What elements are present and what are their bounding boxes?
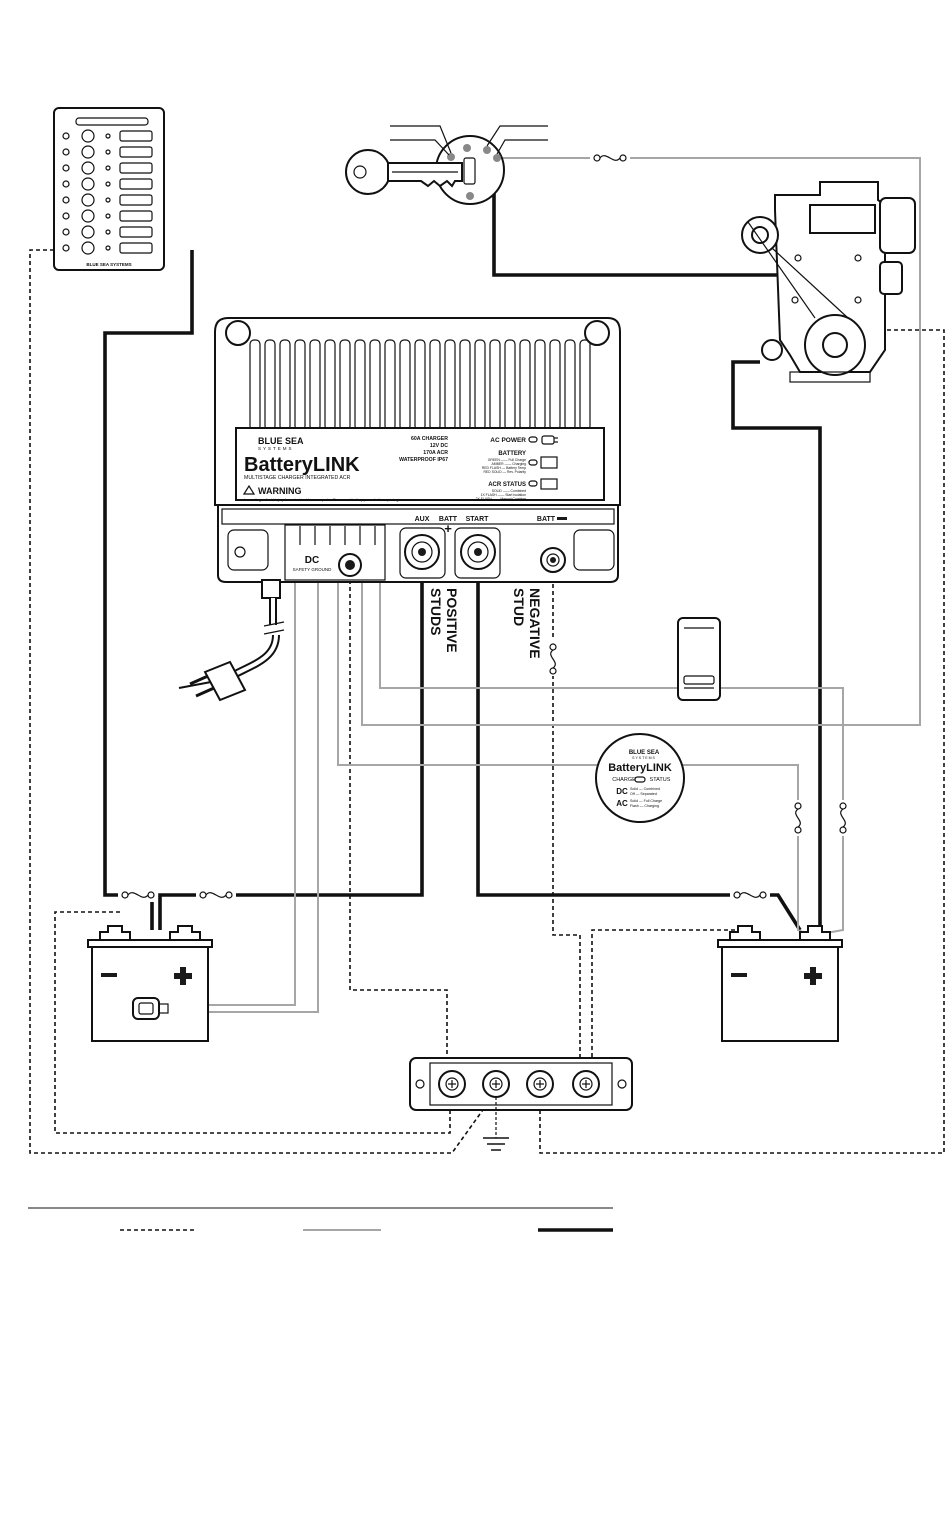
acr-legend-line: 2X FLASH —— Manual Combine [476,497,526,501]
product-name: BatteryLINK [244,454,360,476]
spec-line: 60A CHARGER [411,436,448,442]
dc-distribution-panel: BLUE SEA SYSTEMS [53,107,165,271]
fuse-icon [118,888,158,902]
brand-subline: SYSTEMS [258,446,294,451]
ground-icon [483,1097,509,1151]
inline-fuses [118,151,850,902]
dc-label: DC [305,555,319,566]
battery-legend-line: AMBER —— Charging [492,462,527,466]
battery-icon [540,456,558,469]
ac-cord-plug-icon [178,579,285,702]
battery-legend-line: GREEN —— Full Charge [488,458,526,462]
remote-ac-legend: Flash — Charging [630,804,659,808]
minus-icon [557,517,567,520]
temperature-sensor-icon [132,997,169,1020]
ac-power-label: AC POWER [490,437,526,444]
fuse-icon [836,800,850,836]
warning-text: Low voltage. Avoid injury from electrica… [244,498,409,502]
remote-brand-sub: SYSTEMS [632,756,656,760]
engine-starter-icon [741,181,916,383]
remote-led [634,776,646,783]
safety-ground-label: SAFETY GROUND [293,567,332,572]
acr-legend-line: SOLID —— Combined [492,489,526,493]
start-positive-stud [454,527,501,579]
positive-studs-label: POSITIVE STUDS [428,588,460,653]
panel-footer: BLUE SEA SYSTEMS [86,262,131,267]
remote-product: BatteryLINK [608,762,672,774]
positive-studs-label-line1: POSITIVE [444,588,460,653]
product-subtitle: MULTISTAGE CHARGER INTEGRATED ACR [244,475,351,481]
remote-status-label: STATUS [650,777,671,783]
battery-led [528,459,538,466]
terminal-label-batt: BATT [439,516,458,523]
remote-ac-label: AC [616,799,628,808]
spec-line: 12V DC [430,443,448,449]
acr-led [528,480,538,487]
key-icon [345,149,463,195]
acr-legend-line: 1X FLASH —— Start Isolation [481,493,527,497]
plug-icon [541,435,558,445]
house-battery [87,925,213,1042]
spec-line: WATERPROOF IP67 [399,457,448,463]
plus-icon [174,967,192,985]
terminal-label-batt-negative: BATT [537,516,556,523]
ac-power-led [528,436,538,443]
brand-name: BLUE SEA [258,436,304,446]
fuse-icon [730,888,770,902]
start-battery [717,925,843,1042]
wire-entry-slots [299,526,376,545]
plus-icon: + [444,521,452,536]
fuse-icon [546,640,560,676]
terminal-label-start: START [466,516,490,523]
fuse-icon [196,888,236,902]
remote-dc-legend: Solid — Combined [630,787,660,791]
remote-dc-legend: Off — Separated [630,792,657,796]
remote-ac-legend: Solid — Full Charge [630,799,662,803]
warning-title: WARNING [258,486,302,496]
aux-positive-stud [399,527,446,579]
minus-icon [731,973,747,977]
negative-stud-label: NEGATIVE STUD [511,588,543,659]
wire-legend [28,1207,613,1232]
negative-bus-bar [409,1057,633,1111]
fuse-icon [791,800,805,836]
remote-dc-label: DC [616,787,628,796]
negative-wires [29,249,945,1154]
negative-stud [540,547,566,573]
minus-icon [101,973,117,977]
rocker-switch [677,617,721,701]
batterylink-charger: BLUE SEA SYSTEMS BatteryLINK MULTISTAGE … [214,317,621,583]
fuse-icon [590,151,630,165]
battery-legend-line: RED SOLID — Rev. Polarity [483,470,526,474]
negative-stud-label-line2: STUD [511,588,527,626]
ignition-switch [345,125,548,205]
battery-legend-line: RED FLASH — Battery Temp [482,466,526,470]
remote-charge-label: CHARGE [612,777,636,783]
panel-breakers [62,129,153,255]
plus-icon [804,967,822,985]
battery-label: BATTERY [498,451,526,457]
warning-icon [242,484,256,495]
negative-stud-label-line1: NEGATIVE [527,588,543,659]
remote-brand: BLUE SEA [629,750,660,756]
acr-icon [540,478,558,490]
remote-status-indicator: BLUE SEA SYSTEMS BatteryLINK CHARGE STAT… [595,733,685,823]
acr-status-label: ACR STATUS [488,482,526,488]
spec-line: 170A ACR [423,450,448,456]
terminal-label-aux: AUX [415,516,430,523]
positive-studs-label-line2: STUDS [428,588,444,635]
positive-wires [103,165,822,931]
